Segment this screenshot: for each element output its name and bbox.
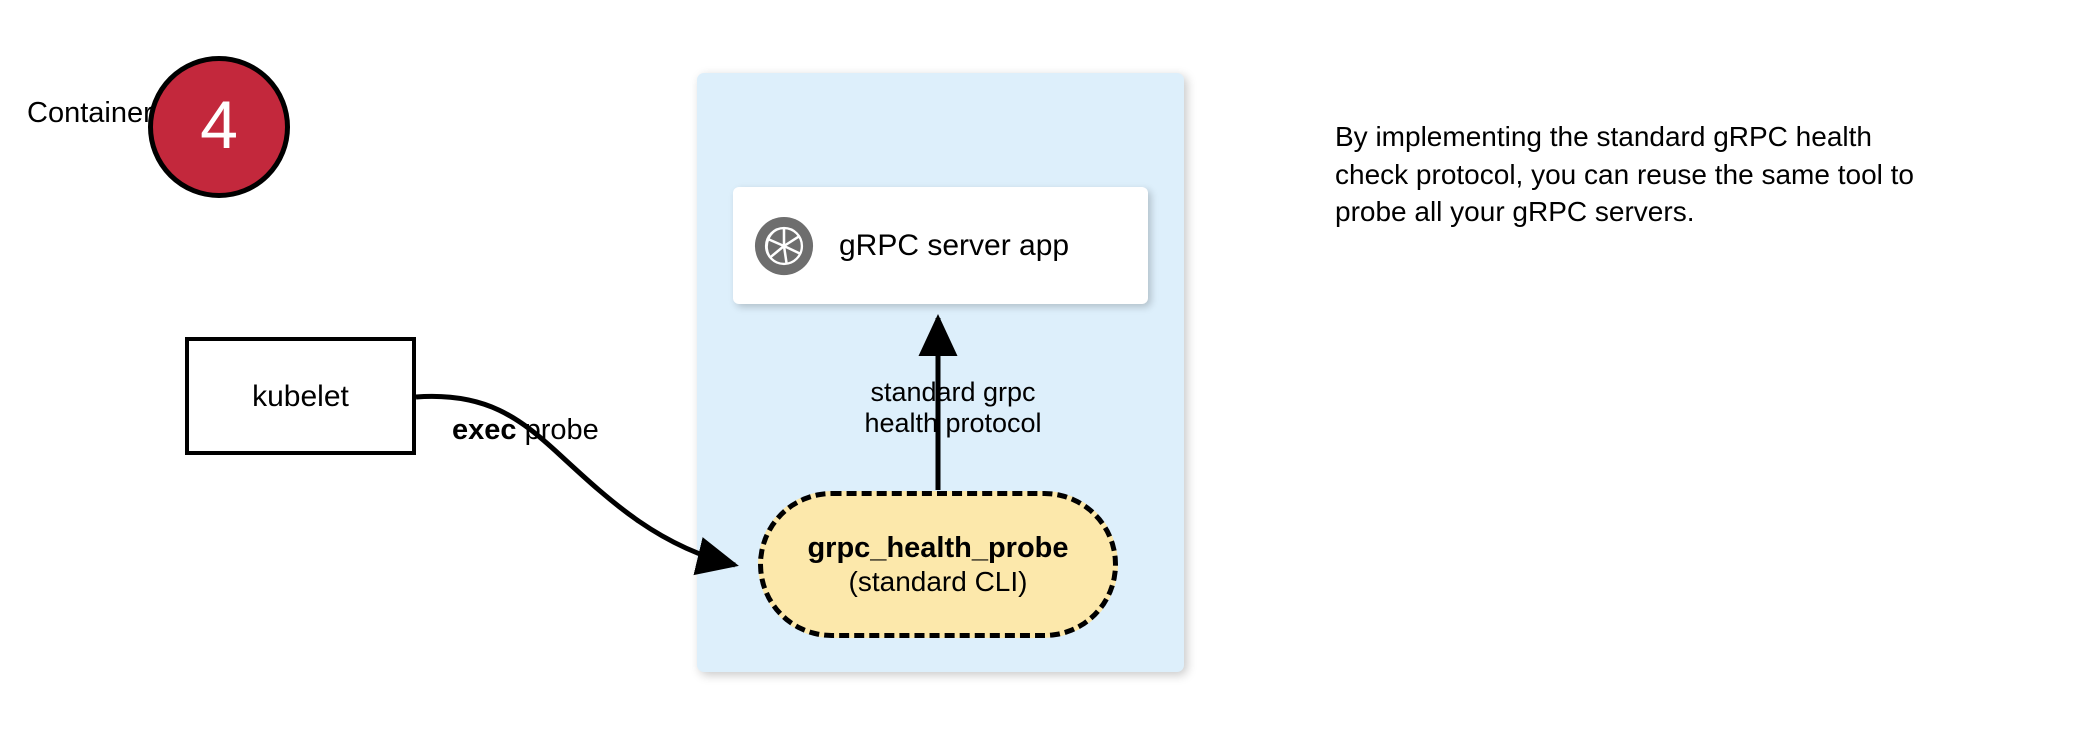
exec-probe-label-rest: probe — [516, 414, 599, 446]
kubelet-node: kubelet — [185, 337, 416, 455]
aperture-icon — [753, 215, 815, 277]
side-note-text: By implementing the standard gRPC health… — [1335, 121, 1914, 228]
grpc-health-probe-node: grpc_health_probe (standard CLI) — [758, 491, 1118, 638]
exec-probe-edge-label: exec probe — [452, 414, 599, 447]
health-protocol-edge-label: standard grpc health protocol — [838, 377, 1068, 440]
grpc-health-probe-title: grpc_health_probe — [807, 531, 1069, 564]
grpc-server-app-card: gRPC server app — [733, 187, 1148, 304]
step-number-badge: 4 — [148, 56, 290, 198]
health-protocol-line-2: health protocol — [864, 408, 1042, 439]
exec-probe-label-bold: exec — [452, 414, 517, 446]
grpc-server-app-label: gRPC server app — [839, 229, 1070, 262]
container-title: Container — [27, 97, 153, 129]
step-number-label: 4 — [200, 87, 238, 163]
health-protocol-line-1: standard grpc — [870, 377, 1036, 407]
grpc-health-probe-subtitle: (standard CLI) — [848, 566, 1028, 598]
kubelet-label: kubelet — [252, 379, 349, 413]
